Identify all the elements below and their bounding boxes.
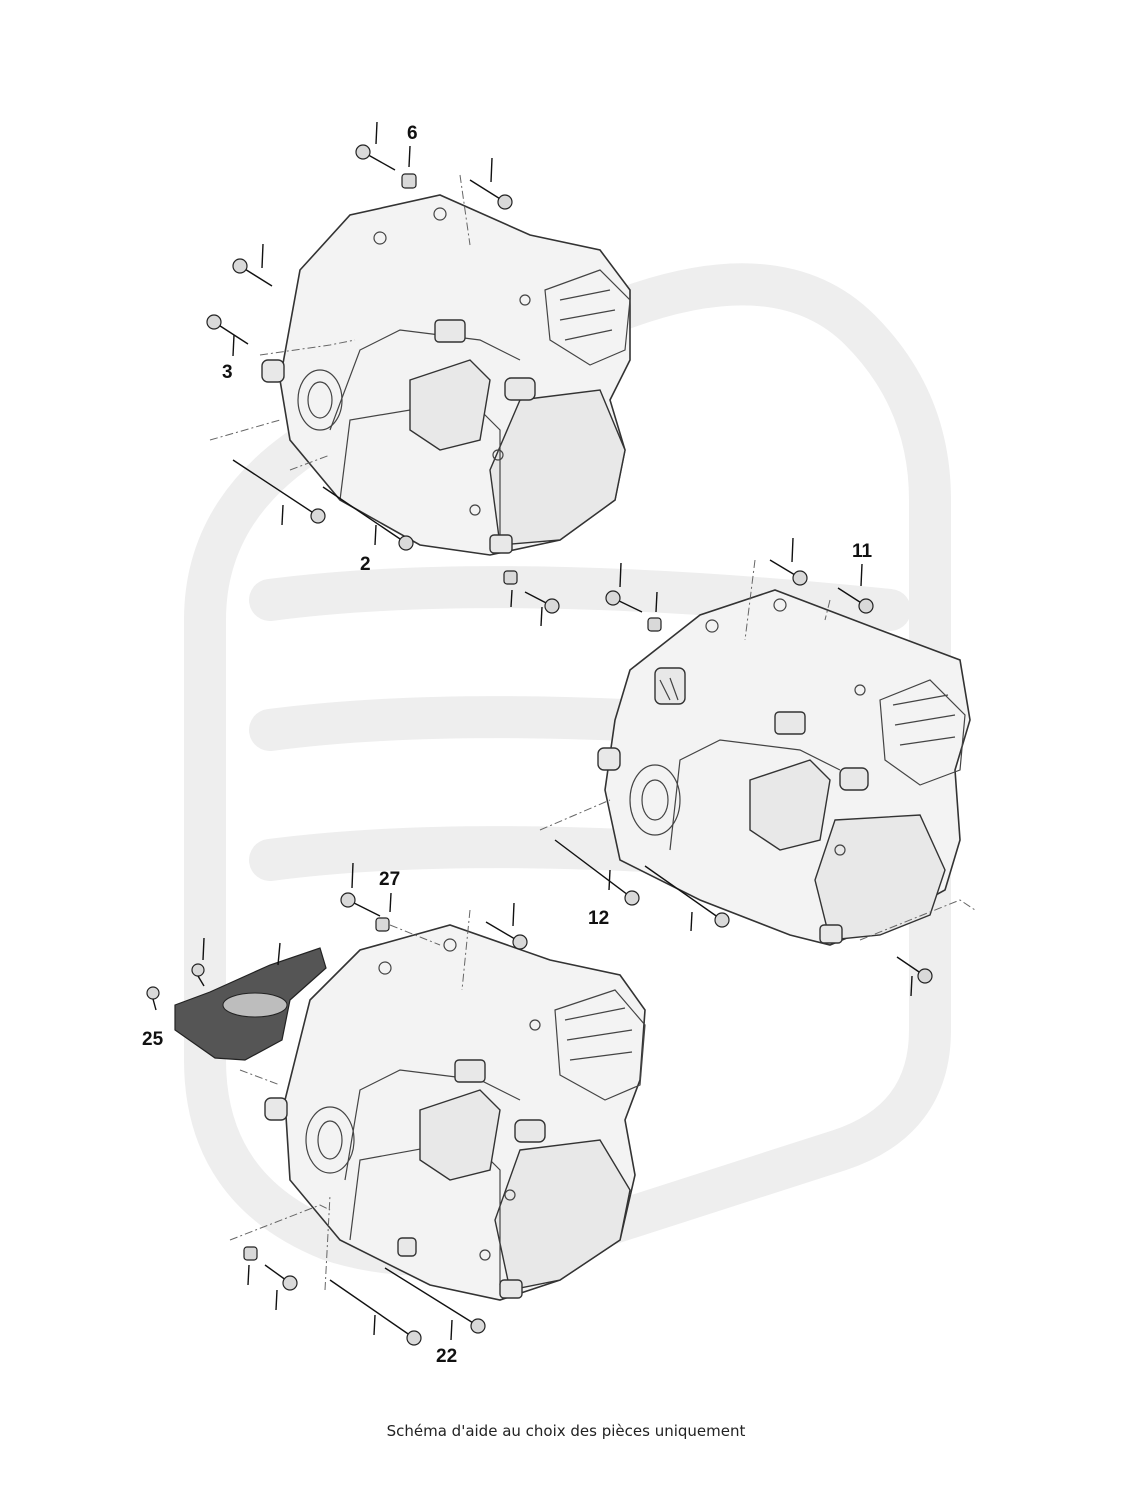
callout-tick: [351, 862, 354, 889]
callout-tick: [690, 911, 693, 932]
callout-tick: [619, 562, 622, 588]
callout-tick: [490, 157, 493, 183]
bolt: [605, 590, 643, 613]
callout-tick: [910, 975, 913, 997]
bolt: [769, 559, 808, 586]
stud: [384, 1267, 486, 1334]
bolt: [524, 591, 560, 614]
cover-plate-opening: [222, 992, 288, 1018]
callout-27: 27: [379, 869, 400, 890]
callout-tick: [608, 869, 611, 891]
callout-tick: [373, 1314, 376, 1336]
callout-tick: [510, 589, 513, 608]
callout-12: 12: [588, 908, 609, 929]
callout-tick: [512, 902, 515, 927]
bolts-gearbox-top: [206, 121, 560, 627]
sleeve: [401, 173, 417, 189]
callout-3: 3: [222, 362, 233, 383]
bolt: [485, 921, 528, 950]
callout-tick: [281, 504, 284, 526]
callout-tick: [540, 606, 543, 627]
stud: [232, 459, 326, 524]
sleeve: [243, 1246, 258, 1261]
callout-tick: [202, 937, 205, 961]
callout-tick: [374, 524, 377, 546]
callout-11: 11: [852, 541, 873, 562]
callout-tick: [389, 892, 392, 913]
bolt: [340, 892, 381, 917]
gearbox-right: [597, 589, 971, 946]
callout-tick: [275, 1289, 278, 1311]
bolt: [191, 963, 205, 987]
bolt: [264, 1264, 298, 1291]
bolt: [206, 314, 249, 345]
callout-tick: [450, 1319, 453, 1341]
sleeve: [647, 617, 662, 632]
callout-tick: [247, 1264, 250, 1286]
callout-tick: [408, 145, 411, 168]
stud: [322, 486, 414, 551]
callout-2: 2: [360, 554, 371, 575]
bolt: [232, 258, 273, 287]
bolts-gearbox-bottom: [146, 862, 528, 1346]
stud: [554, 839, 640, 906]
callout-tick: [375, 121, 378, 145]
stud: [329, 1279, 422, 1346]
bolt: [469, 179, 513, 210]
footer-caption: Schéma d'aide au choix des pièces unique…: [386, 1422, 746, 1440]
callout-tick: [261, 243, 264, 269]
bolt: [355, 144, 396, 171]
bolt: [896, 956, 933, 984]
callout-tick: [277, 942, 281, 966]
callout-tick: [232, 334, 235, 357]
callout-tick: [860, 563, 863, 587]
callout-tick: [791, 537, 794, 563]
callout-25: 25: [142, 1029, 164, 1050]
stud: [644, 865, 730, 928]
sleeve: [503, 570, 518, 585]
gearbox-bottom: [264, 924, 646, 1301]
callout-tick: [655, 591, 658, 613]
callout-22: 22: [436, 1346, 457, 1367]
sleeve: [375, 917, 390, 932]
gearbox-top: [261, 194, 631, 556]
bolts-gearbox-right: [539, 537, 976, 997]
bolt: [146, 986, 160, 1011]
callout-6: 6: [407, 123, 418, 144]
bolt: [837, 587, 874, 614]
